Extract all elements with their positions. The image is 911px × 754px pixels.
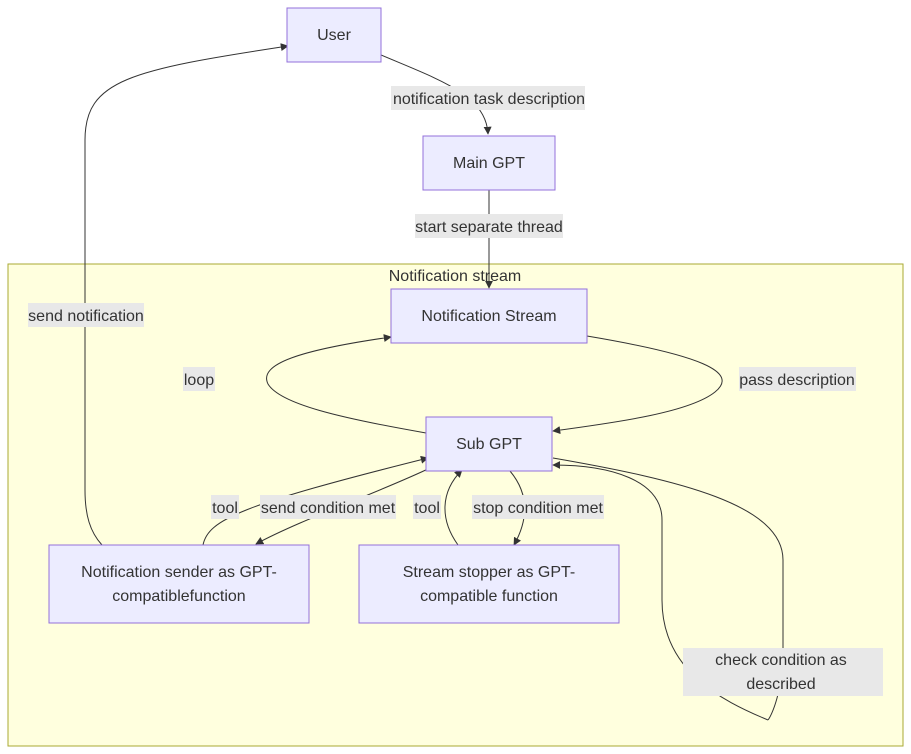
edge-label-stop-condition-met: stop condition met: [472, 495, 604, 519]
edge-label-text: tool: [414, 500, 440, 517]
node-main-gpt: Main GPT: [422, 135, 556, 191]
edge-notification-stream-to-sub-gpt: [552, 335, 723, 435]
edge-label-text: tool: [212, 500, 238, 517]
node-user: User: [286, 7, 382, 63]
edge-check-condition-back-to-sub-gpt: [552, 461, 769, 721]
node-notification-stream: Notification Stream: [390, 288, 588, 344]
edge-label-line-1: check condition as: [715, 652, 847, 669]
node-label: Main GPT: [453, 155, 525, 172]
edge-label-check-condition-as-described: check condition as described: [683, 648, 883, 696]
node-label: Sub GPT: [456, 436, 522, 453]
node-label-line-2: compatible function: [420, 588, 558, 605]
edge-label-text: notification task description: [393, 91, 585, 108]
edge-sub-gpt-loop-to-notification-stream: [266, 334, 427, 434]
node-label-line-2: compatiblefunction: [112, 588, 245, 605]
node-label-line-1: Stream stopper as GPT-: [403, 564, 576, 581]
edge-label-notification-task-description: notification task description: [391, 86, 585, 110]
edge-sub-gpt-check-condition-out: [552, 457, 784, 721]
edge-label-text: start separate thread: [415, 219, 563, 236]
node-label: User: [317, 27, 351, 44]
edge-label-tool-stopper: tool: [413, 495, 441, 519]
edge-label-text: send notification: [28, 308, 144, 325]
edge-label-text: loop: [184, 372, 214, 389]
cluster-title: Notification stream: [389, 268, 522, 285]
edge-label-send-notification: send notification: [28, 303, 144, 327]
edge-label-text: send condition met: [261, 500, 396, 517]
edge-label-text: pass description: [739, 372, 855, 389]
edge-notification-sender-to-user: [84, 43, 289, 546]
node-notification-sender: Notification sender as GPT- compatiblefu…: [48, 544, 310, 624]
node-sub-gpt: Sub GPT: [425, 416, 553, 472]
edge-label-pass-description: pass description: [739, 367, 856, 391]
node-label: Notification Stream: [421, 308, 556, 325]
node-stream-stopper: Stream stopper as GPT- compatible functi…: [358, 544, 620, 624]
notification-stream-cluster: Notification stream: [7, 263, 904, 747]
edge-notification-sender-to-sub-gpt: [202, 455, 429, 546]
edge-label-start-separate-thread: start separate thread: [415, 214, 563, 238]
edge-label-loop: loop: [183, 367, 215, 391]
edge-label-tool-sender: tool: [211, 495, 239, 519]
edge-label-line-2: described: [746, 676, 815, 693]
node-label-line-1: Notification sender as GPT-: [81, 564, 277, 581]
edge-label-send-condition-met: send condition met: [260, 495, 396, 519]
edge-stream-stopper-to-sub-gpt: [444, 469, 463, 546]
edge-label-text: stop condition met: [473, 500, 603, 517]
